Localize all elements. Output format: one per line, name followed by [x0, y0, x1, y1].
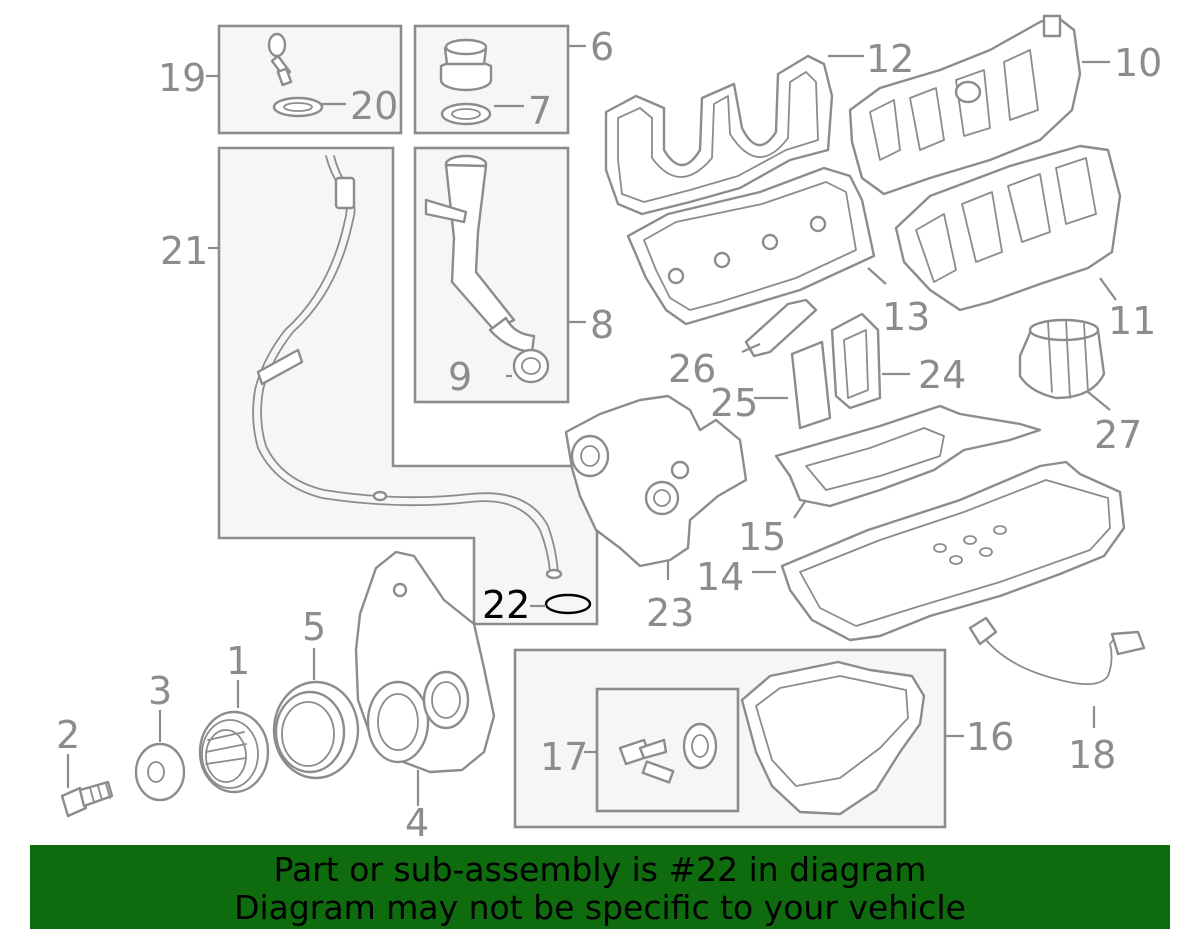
callout-18: 18: [1068, 733, 1116, 777]
part-2-bolt: [60, 780, 114, 818]
part-21-dipstick-tube: [252, 155, 563, 580]
callout-13: 13: [882, 295, 930, 339]
callout-26: 26: [668, 347, 716, 391]
banner-line-1: Part or sub-assembly is #22 in diagram: [273, 850, 927, 889]
part-14-upper-oil-pan: [780, 460, 1126, 642]
part-25-gasket: [790, 340, 832, 430]
part-8-oil-filler-tube: [424, 154, 550, 384]
leader-lines: [66, 44, 1117, 806]
callout-3: 3: [148, 669, 172, 713]
part-22-o-ring: [544, 593, 592, 615]
callout-2: 2: [56, 713, 80, 757]
callout-23: 23: [646, 591, 694, 635]
callout-16: 16: [966, 715, 1014, 759]
callout-12: 12: [866, 37, 914, 81]
box-21-22: [217, 146, 599, 626]
callout-22: 22: [482, 583, 530, 627]
part-5-seal: [272, 680, 360, 780]
callout-14: 14: [696, 555, 744, 599]
callout-17: 17: [540, 735, 588, 779]
callout-5: 5: [302, 605, 326, 649]
part-4-timing-cover: [354, 550, 496, 774]
part-23-oil-pump: [564, 394, 748, 568]
callout-24: 24: [918, 353, 966, 397]
part-13-valve-cover: [626, 166, 876, 326]
part-10-intake-manifold: [848, 14, 1082, 196]
callout-25: 25: [710, 381, 758, 425]
callout-15: 15: [738, 515, 786, 559]
callout-1: 1: [226, 639, 250, 683]
parts-diagram: 19 20 6 7 8 9 21 22 12 10 11 13 26 24 25…: [56, 14, 1162, 840]
callout-20: 20: [350, 84, 398, 128]
callout-9: 9: [448, 355, 472, 399]
callout-8: 8: [590, 303, 614, 347]
callout-11: 11: [1108, 299, 1156, 343]
part-17-drain-plug: [618, 722, 718, 784]
callout-19: 19: [158, 56, 206, 100]
callout-4: 4: [405, 801, 429, 840]
notice-banner: Part or sub-assembly is #22 in diagram D…: [30, 845, 1170, 929]
part-24-cover: [830, 312, 882, 410]
part-18-sensor: [968, 616, 1146, 686]
callout-10: 10: [1114, 41, 1162, 85]
part-26-gasket: [744, 298, 818, 358]
part-6-oil-filler-cap: [439, 38, 493, 126]
part-1-crank-pulley: [198, 710, 270, 794]
callout-6: 6: [590, 25, 614, 69]
part-16-lower-oil-pan: [740, 660, 926, 816]
part-27-oil-filter: [1018, 318, 1106, 400]
part-20-dipstick-handle: [267, 32, 324, 118]
banner-line-2: Diagram may not be specific to your vehi…: [234, 888, 966, 927]
part-12-valve-cover-gasket: [604, 54, 834, 216]
callout-21: 21: [160, 229, 208, 273]
part-3-washer: [134, 742, 186, 802]
callout-7: 7: [528, 89, 552, 133]
callout-27: 27: [1094, 413, 1142, 457]
part-11-intake-manifold-lower: [894, 144, 1122, 312]
